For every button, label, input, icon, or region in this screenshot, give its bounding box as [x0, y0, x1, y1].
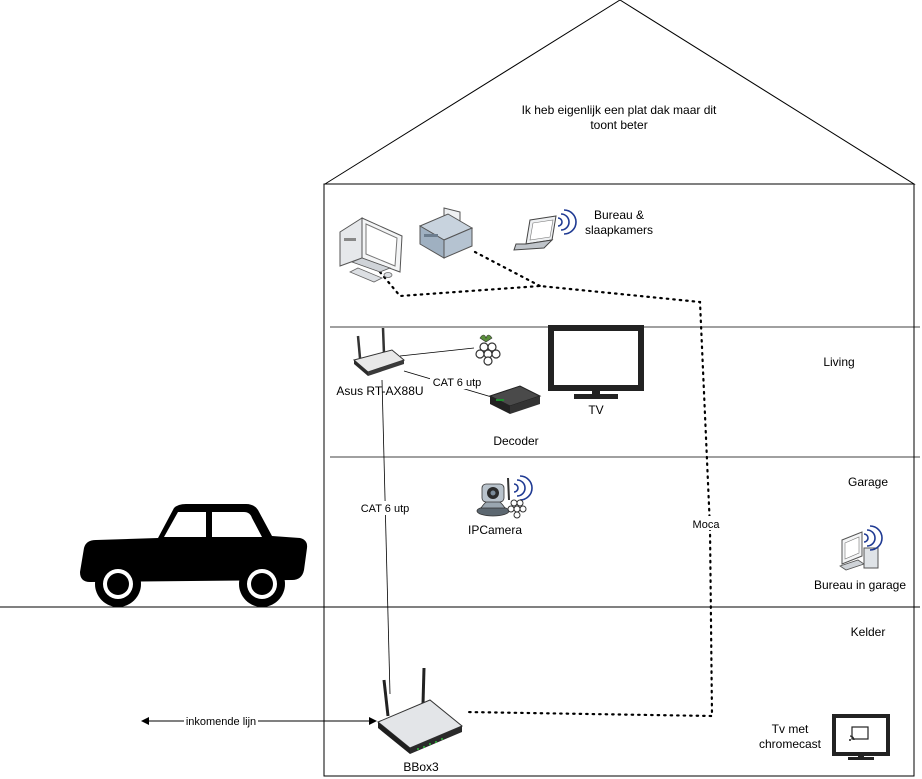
- printer-icon: [418, 207, 474, 259]
- asus-router-icon: [352, 327, 406, 376]
- moca-label: Moca: [693, 519, 721, 531]
- bbox3-label: BBox3: [403, 760, 439, 774]
- printer-link: [473, 250, 542, 288]
- house-walls: [323, 183, 915, 777]
- ip-camera-raspberry-pi-icon: [507, 499, 527, 519]
- room-label-bureau-line1: Bureau &: [594, 208, 644, 222]
- room-label-bureau-line2: slaapkamers: [585, 223, 653, 237]
- house-roof: [323, 0, 916, 185]
- tv-label: TV: [588, 403, 603, 417]
- roof-note-line2: toont beter: [590, 118, 647, 132]
- ip-camera-wifi-icon: [513, 475, 533, 501]
- garage-wifi-icon: [863, 525, 883, 551]
- chromecast-tv-label-line1: Tv met: [772, 722, 809, 736]
- chromecast-tv-icon: [832, 714, 890, 760]
- laptop-wifi-icon: [557, 209, 577, 235]
- cat6-living-label-bg: [430, 375, 484, 389]
- tv-icon: [548, 325, 644, 399]
- ip-camera-icon: [476, 477, 510, 517]
- cat6-living-label: CAT 6 utp: [433, 377, 482, 389]
- raspberry-pi-icon: [475, 334, 501, 366]
- car-icon: [80, 504, 308, 607]
- asus-to-bbox-link: [381, 379, 391, 695]
- incoming-label: inkomende lijn: [186, 716, 256, 728]
- cat6-vertical-label: CAT 6 utp: [361, 503, 410, 515]
- bbox3-router-icon: [377, 667, 463, 754]
- room-label-kelder: Kelder: [851, 625, 886, 639]
- room-label-living: Living: [823, 355, 854, 369]
- asus-to-raspberry-link: [399, 347, 475, 357]
- ip-camera-label: IPCamera: [468, 523, 522, 537]
- decoder-icon: [488, 385, 542, 414]
- cat6-vertical-label-bg: [358, 501, 412, 515]
- roof-note-line1: Ik heb eigenlijk een plat dak maar dit: [522, 103, 717, 117]
- moca-label-bg: [690, 516, 722, 530]
- chromecast-tv-label-line2: chromecast: [759, 737, 822, 751]
- desktop-computer-icon: [339, 217, 403, 283]
- garage-desktop-icon: [839, 531, 879, 571]
- incoming-label-bg: [184, 714, 258, 728]
- laptop-icon: [513, 215, 557, 251]
- decoder-label: Decoder: [493, 434, 538, 448]
- garage-desk-label: Bureau in garage: [814, 578, 906, 592]
- asus-router-label: Asus RT-AX88U: [336, 384, 423, 398]
- moca-link: [378, 270, 714, 718]
- room-label-garage: Garage: [848, 475, 888, 489]
